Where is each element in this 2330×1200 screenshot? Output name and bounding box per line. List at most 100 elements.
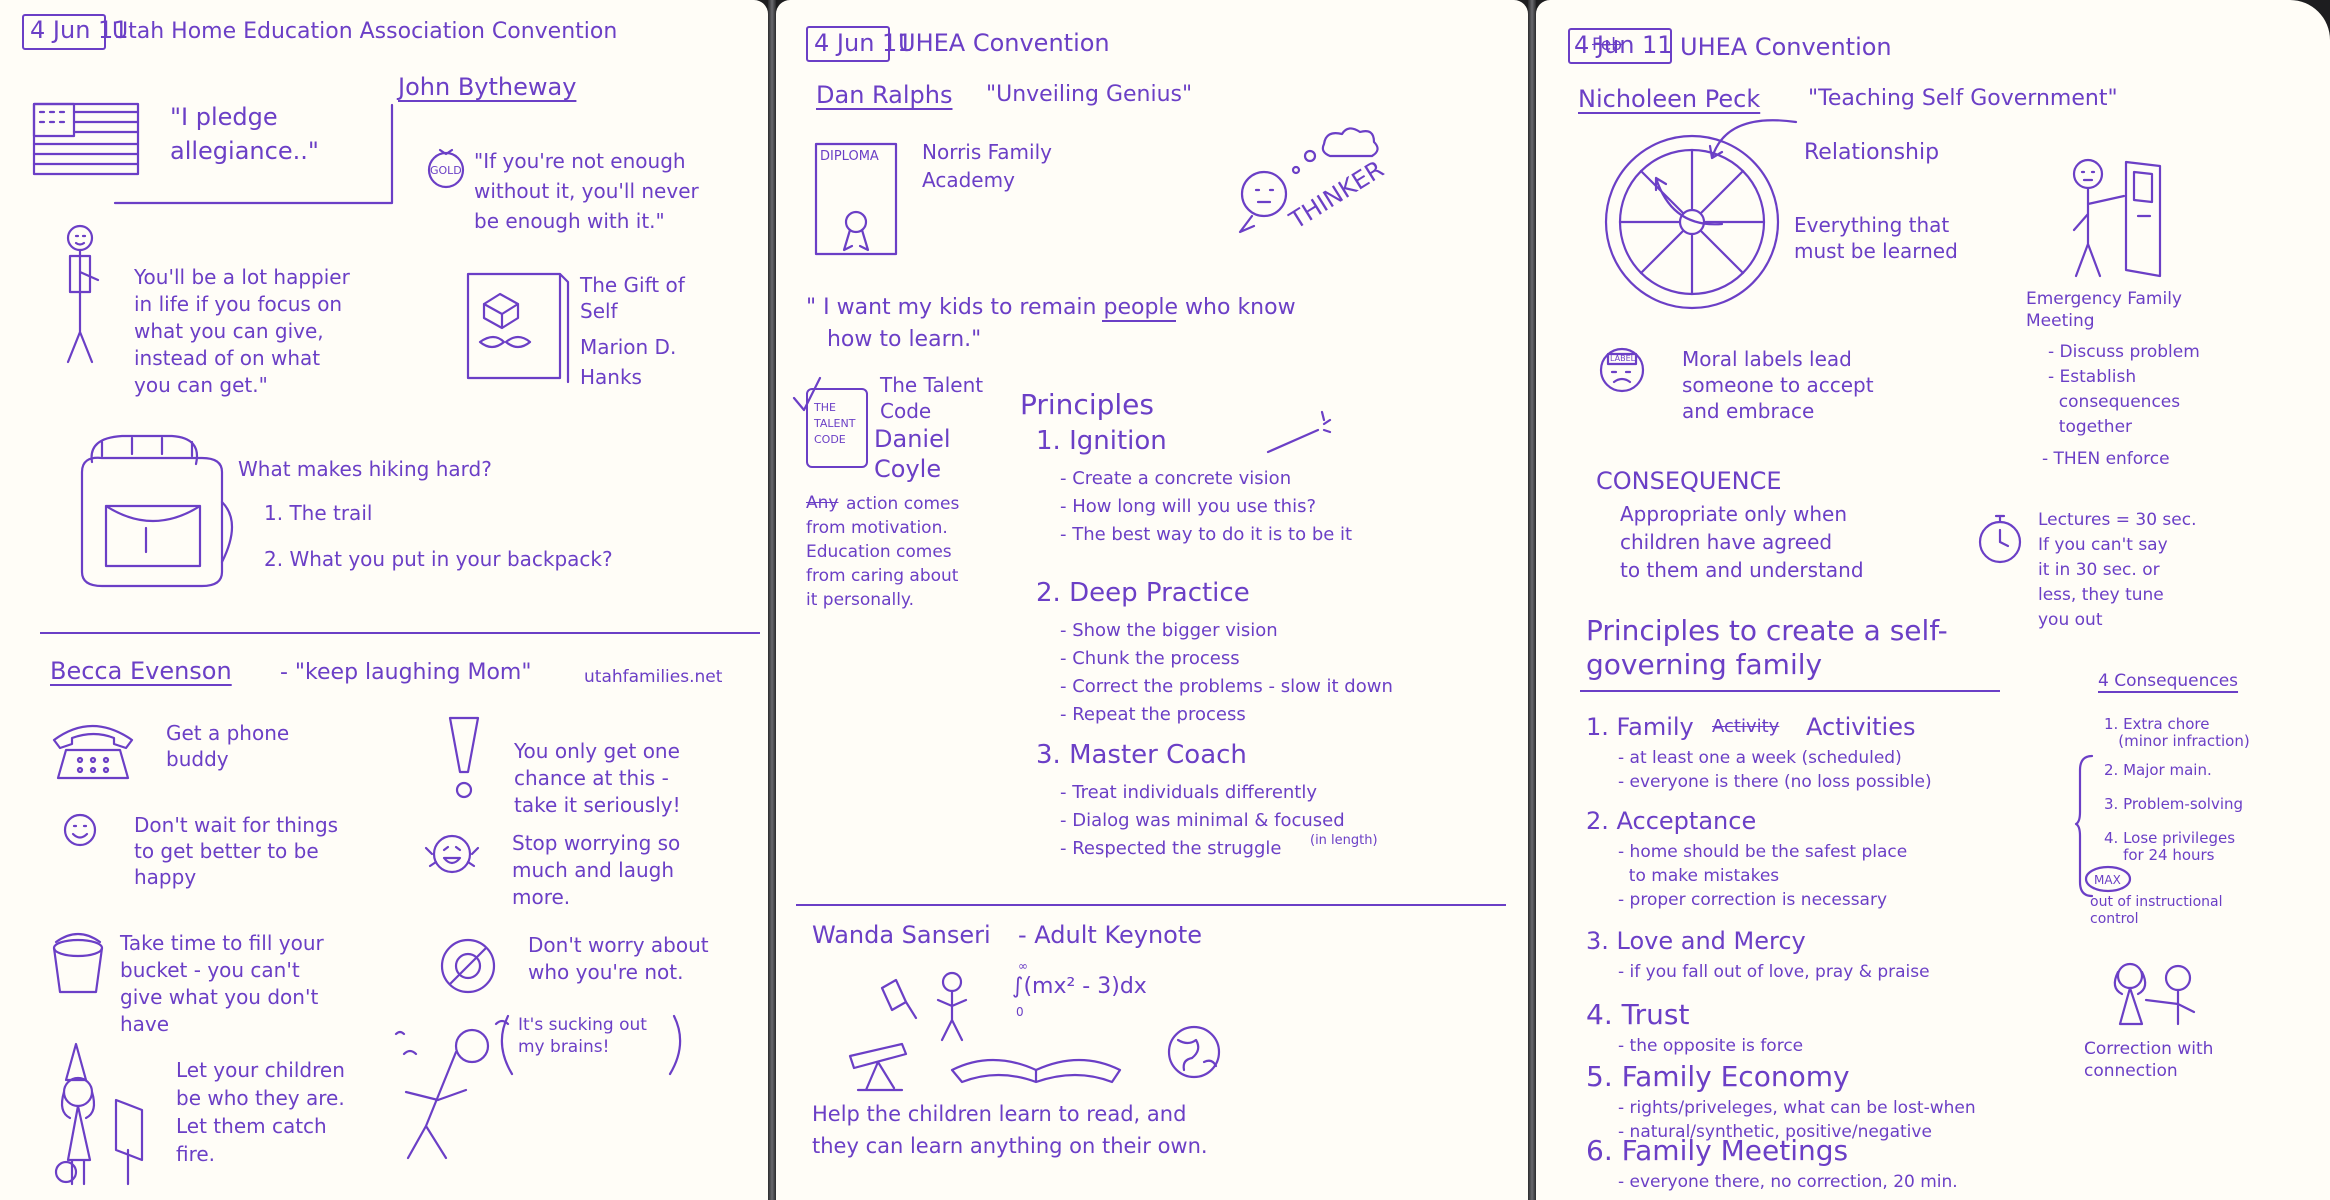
speaker-becca-evenson: Becca Evenson — [50, 657, 232, 685]
talk-title: - "keep laughing Mom" — [280, 660, 532, 685]
integral: ∫(mx² - 3)dx — [1012, 974, 1147, 999]
principle-item: - Dialog was minimal & focused — [1060, 810, 1345, 831]
principles-title: Principles to create a self- governing f… — [1586, 614, 1948, 681]
underline-remain — [1102, 320, 1176, 322]
bucket-tip: Take time to fill your bucket - you can'… — [120, 931, 324, 1036]
embrace-figures-icon — [2113, 962, 2196, 1026]
speaker-wanda-sanseri: Wanda Sanseri — [812, 921, 991, 949]
date: 4 Jun 11 — [30, 16, 129, 44]
book-title: The Gift of Self — [580, 273, 685, 323]
consequence-item: 3. Problem-solving — [2104, 795, 2244, 813]
date: 4 Jun 11 — [814, 29, 913, 57]
max-oval — [2084, 865, 2132, 893]
principle-heading: 3. Love and Mercy — [1586, 927, 1806, 955]
principle-heading: 5. Family Economy — [1586, 1060, 1850, 1093]
principle-item: - How long will you use this? — [1060, 496, 1316, 517]
hiking-answer-2: 2. What you put in your backpack? — [264, 547, 613, 571]
backpack-icon — [80, 434, 233, 588]
binding — [1528, 0, 1536, 1200]
children-tip: Let your children be who they are. Let t… — [176, 1058, 345, 1166]
consequence-item: 4. Lose privileges for 24 hours — [2104, 829, 2236, 864]
match-icon — [1266, 410, 1332, 454]
exclamation-icon — [448, 716, 480, 799]
principle-heading: 3. Master Coach — [1036, 740, 1247, 770]
stopwatch-icon — [1978, 514, 2022, 564]
lectures-note: Lectures = 30 sec. If you can't say it i… — [2038, 510, 2197, 630]
principle-heading: 1. Ignition — [1036, 426, 1167, 456]
motivation-struck: Any — [806, 493, 839, 513]
principle-item: - Show the bigger vision — [1060, 620, 1278, 641]
pledge-text: "I pledge allegiance.." — [170, 103, 319, 165]
book-cover: THE TALENT CODE — [814, 401, 856, 446]
principles-underline — [1580, 690, 2000, 692]
page-title: Utah Home Education Association Conventi… — [112, 19, 618, 44]
max-label: MAX — [2094, 873, 2121, 887]
section-divider — [796, 904, 1506, 906]
consequence-item: 1. Extra chore (minor infraction) — [2104, 715, 2250, 750]
date: 4 Jun 11 — [1574, 31, 1673, 59]
motivation-text: action comes from motivation. Education … — [806, 494, 960, 610]
date-box — [806, 26, 890, 62]
hiking-answer-1: 1. The trail — [264, 501, 373, 525]
binding — [768, 0, 776, 1200]
talk-title: "Teaching Self Government" — [1808, 86, 2118, 111]
book-doodles-icon — [848, 971, 1122, 1092]
page-title: UHEA Convention — [1680, 33, 1892, 61]
dont-worry-tip: Don't worry about who you're not. — [528, 933, 709, 984]
meeting-items: - Discuss problem - Establish consequenc… — [2048, 342, 2200, 437]
section-divider — [40, 632, 760, 634]
talk-title: "Unveiling Genius" — [986, 82, 1193, 107]
consequence-text: Appropriate only when children have agre… — [1620, 502, 1864, 582]
quote: " I want my kids to remain people who kn… — [806, 295, 1296, 352]
consequence-title: CONSEQUENCE — [1596, 467, 1782, 495]
consequence-bracket — [2074, 754, 2094, 898]
relationship-label: Relationship — [1804, 140, 1940, 165]
vending-figure-icon — [2072, 158, 2162, 278]
principle-item: - Repeat the process — [1060, 704, 1246, 725]
speaker-dan-ralphs: Dan Ralphs — [816, 81, 953, 109]
principle-items: - if you fall out of love, pray & praise — [1618, 962, 1930, 982]
principle-item: - Treat individuals differently — [1060, 782, 1318, 803]
section-bracket — [113, 103, 394, 205]
date-struck: Feb — [1592, 35, 1623, 55]
principle-item: - Create a concrete vision — [1060, 468, 1292, 489]
principle-item: - The best way to do it is to be it — [1060, 524, 1353, 545]
principles-title: Principles — [1020, 388, 1154, 421]
stick-figure-icon — [66, 224, 100, 364]
wait-tip: Don't wait for things to get better to b… — [134, 813, 339, 889]
principle-heading: 2. Deep Practice — [1036, 578, 1250, 608]
consequences-title: 4 Consequences — [2098, 671, 2239, 691]
principle-heading: 4. Trust — [1586, 998, 1690, 1031]
academy: Norris Family Academy — [922, 140, 1052, 192]
gift-book-icon — [466, 272, 570, 384]
date-box — [22, 14, 106, 50]
globe-icon — [1167, 1025, 1221, 1079]
prohibited-face-icon — [440, 938, 496, 994]
keynote-title: - Adult Keynote — [1018, 921, 1203, 949]
gold-bag-icon — [427, 148, 465, 189]
label-tag: LABEL — [1610, 354, 1636, 363]
phone-icon — [52, 724, 134, 780]
learning-label: Everything that must be learned — [1794, 213, 1958, 263]
gold-quote: "If you're not enough without it, you'll… — [474, 149, 699, 233]
gold-label: GOLD — [430, 164, 462, 177]
consequence-item: 2. Major main. — [2104, 761, 2212, 779]
principle-items: - the opposite is force — [1618, 1036, 1804, 1056]
principle-item: - Respected the struggle — [1060, 838, 1282, 859]
meeting-title: Emergency Family Meeting — [2026, 289, 2182, 331]
notebook-page-3: 4 Jun 11 Feb UHEA Convention Nicholeen P… — [1536, 0, 2330, 1200]
principle-item: - Chunk the process — [1060, 648, 1240, 669]
meeting-enforce: - THEN enforce — [2042, 449, 2170, 469]
brain-figure-icon — [394, 1019, 510, 1160]
brain-bubble-text: It's sucking out my brains! — [518, 1015, 647, 1057]
principle-items: - rights/priveleges, what can be lost-wh… — [1618, 1098, 1976, 1142]
instructional-control: out of instructional control — [2090, 894, 2223, 927]
arrows — [1654, 119, 1798, 226]
notebook-page-2: 4 Jun 11 UHEA Convention Dan Ralphs "Unv… — [776, 0, 1528, 1200]
page-title: UHEA Convention — [898, 29, 1110, 57]
integral-upper: ∞ — [1018, 959, 1028, 973]
moral-labels: Moral labels lead someone to accept and … — [1682, 347, 1874, 423]
in-length-note: (in length) — [1310, 833, 1378, 848]
diploma-icon — [814, 142, 898, 256]
hiking-question: What makes hiking hard? — [238, 457, 492, 481]
